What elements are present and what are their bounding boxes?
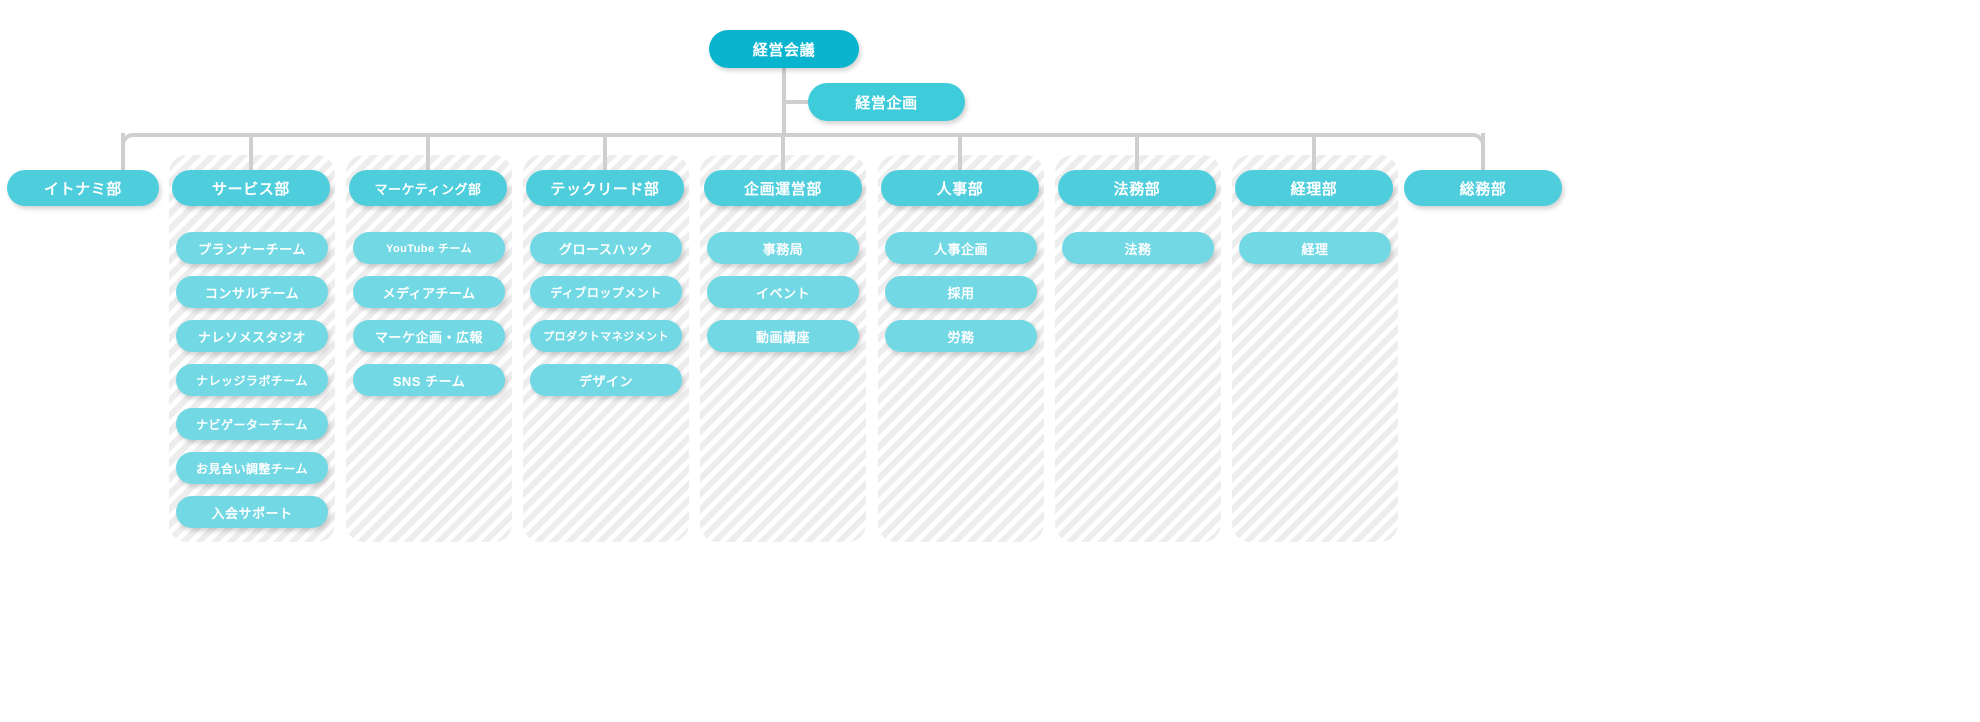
connector-drop-accounting <box>1312 133 1316 174</box>
node-team-accounting-0[interactable]: 経理 <box>1239 232 1391 264</box>
node-team-marketing-0[interactable]: YouTube チーム <box>353 232 505 264</box>
node-department-accounting[interactable]: 経理部 <box>1235 170 1393 206</box>
node-team-service-0[interactable]: プランナーチーム <box>176 232 328 264</box>
column-panel-accounting <box>1232 155 1398 542</box>
node-department-planning-ops[interactable]: 企画運営部 <box>704 170 862 206</box>
node-department-hr[interactable]: 人事部 <box>881 170 1039 206</box>
node-team-legal-0[interactable]: 法務 <box>1062 232 1214 264</box>
connector-drop-techlead <box>603 133 607 174</box>
connector-drop-planning-ops <box>781 133 785 174</box>
connector-drop-service <box>249 133 253 174</box>
node-team-marketing-3[interactable]: SNS チーム <box>353 364 505 396</box>
node-team-techlead-3[interactable]: デザイン <box>530 364 682 396</box>
connector-drop-general-affairs <box>1481 133 1485 174</box>
node-team-hr-2[interactable]: 労務 <box>885 320 1037 352</box>
node-root[interactable]: 経営会議 <box>709 30 859 68</box>
node-team-service-5[interactable]: お見合い調整チーム <box>176 452 328 484</box>
column-panel-legal <box>1055 155 1221 542</box>
connector-drop-marketing <box>426 133 430 174</box>
connector-bus <box>121 133 1485 147</box>
node-team-hr-1[interactable]: 採用 <box>885 276 1037 308</box>
node-team-planning-ops-1[interactable]: イベント <box>707 276 859 308</box>
node-team-techlead-2[interactable]: プロダクトマネジメント <box>530 320 682 352</box>
connector-drop-itonami <box>121 133 125 174</box>
node-team-hr-0[interactable]: 人事企画 <box>885 232 1037 264</box>
node-team-service-6[interactable]: 入会サポート <box>176 496 328 528</box>
node-team-marketing-1[interactable]: メディアチーム <box>353 276 505 308</box>
node-department-techlead[interactable]: テックリード部 <box>526 170 684 206</box>
node-team-marketing-2[interactable]: マーケ企画・広報 <box>353 320 505 352</box>
node-team-planning-ops-2[interactable]: 動画講座 <box>707 320 859 352</box>
node-team-service-1[interactable]: コンサルチーム <box>176 276 328 308</box>
node-department-service[interactable]: サービス部 <box>172 170 330 206</box>
node-team-techlead-0[interactable]: グロースハック <box>530 232 682 264</box>
node-team-planning-ops-0[interactable]: 事務局 <box>707 232 859 264</box>
node-department-itonami[interactable]: イトナミ部 <box>7 170 159 206</box>
connector-drop-hr <box>958 133 962 174</box>
node-staff-planning[interactable]: 経営企画 <box>808 83 965 121</box>
connector-drop-legal <box>1135 133 1139 174</box>
node-team-service-3[interactable]: ナレッジラボチーム <box>176 364 328 396</box>
node-team-techlead-1[interactable]: ディブロップメント <box>530 276 682 308</box>
node-team-service-2[interactable]: ナレソメスタジオ <box>176 320 328 352</box>
node-department-general-affairs[interactable]: 総務部 <box>1404 170 1562 206</box>
node-department-marketing[interactable]: マーケティング部 <box>349 170 507 206</box>
node-team-service-4[interactable]: ナビゲーターチーム <box>176 408 328 440</box>
node-department-legal[interactable]: 法務部 <box>1058 170 1216 206</box>
connector-staff-branch <box>784 100 808 104</box>
